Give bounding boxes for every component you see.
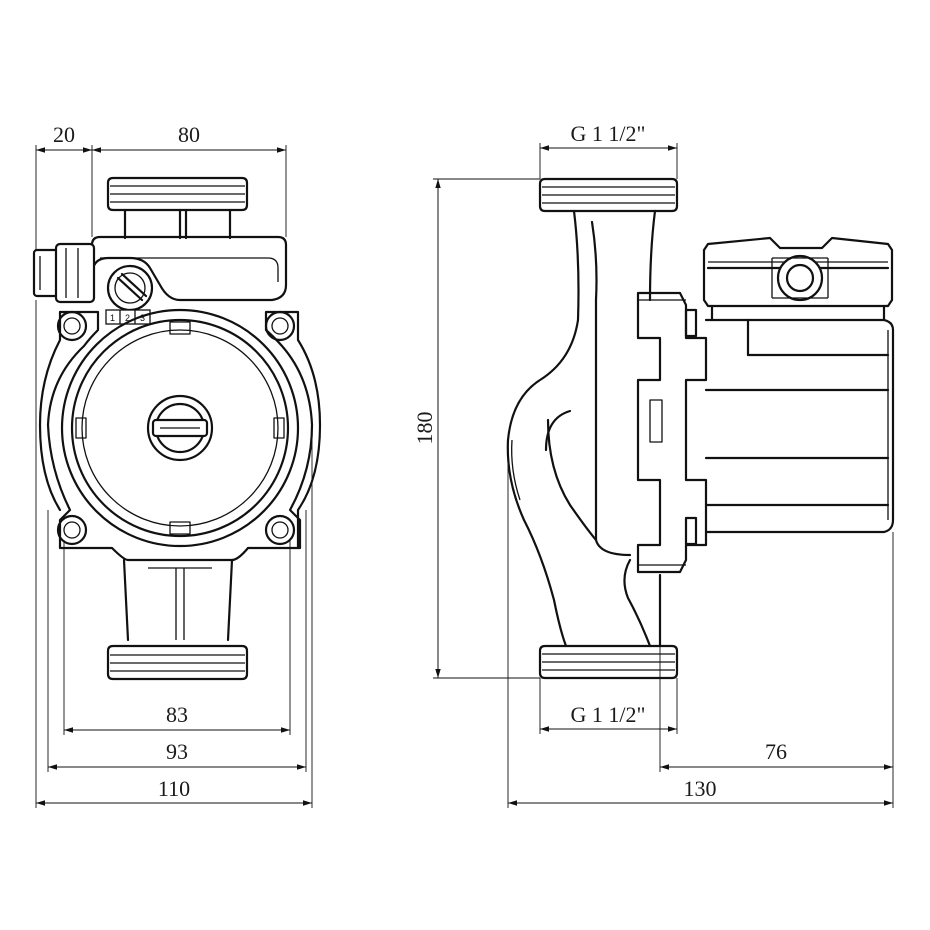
side-flange — [636, 291, 708, 574]
side-pump-volute — [506, 209, 662, 648]
front-view: 1 2 3 — [32, 122, 322, 808]
speed-mark-3: 3 — [140, 313, 145, 323]
dim-83-label: 83 — [166, 702, 188, 727]
speed-selector-knob: 1 2 3 — [105, 264, 154, 325]
bolt-top-right — [264, 310, 296, 342]
side-dimensions: G 1 1/2" G 1 1/2" 180 76 130 — [412, 121, 894, 808]
dim-110-label: 110 — [158, 776, 190, 801]
dim-20-label: 20 — [53, 122, 75, 147]
front-bottom-connector — [106, 558, 249, 681]
side-motor-housing — [704, 318, 895, 534]
dim-76-label: 76 — [765, 739, 787, 764]
dim-80-label: 80 — [178, 122, 200, 147]
dim-130-label: 130 — [684, 776, 717, 801]
speed-mark-1: 1 — [110, 313, 115, 323]
front-top-connector — [106, 176, 249, 240]
side-bottom-connector — [538, 644, 679, 680]
dim-180-label: 180 — [412, 412, 437, 445]
speed-mark-2: 2 — [125, 313, 130, 323]
front-pump-body — [38, 308, 322, 562]
dim-93-label: 93 — [166, 739, 188, 764]
thread-top-label: G 1 1/2" — [571, 121, 646, 146]
side-top-connector — [538, 177, 679, 213]
bolt-bottom-left — [56, 514, 88, 546]
front-dimensions: 20 80 83 93 110 — [35, 122, 313, 808]
side-view: G 1 1/2" G 1 1/2" 180 76 130 — [412, 121, 895, 808]
front-terminal-box — [32, 235, 288, 304]
thread-bottom-label: G 1 1/2" — [571, 702, 646, 727]
side-terminal-box — [702, 236, 894, 322]
bolt-top-left — [56, 310, 88, 342]
bolt-bottom-right — [264, 514, 296, 546]
